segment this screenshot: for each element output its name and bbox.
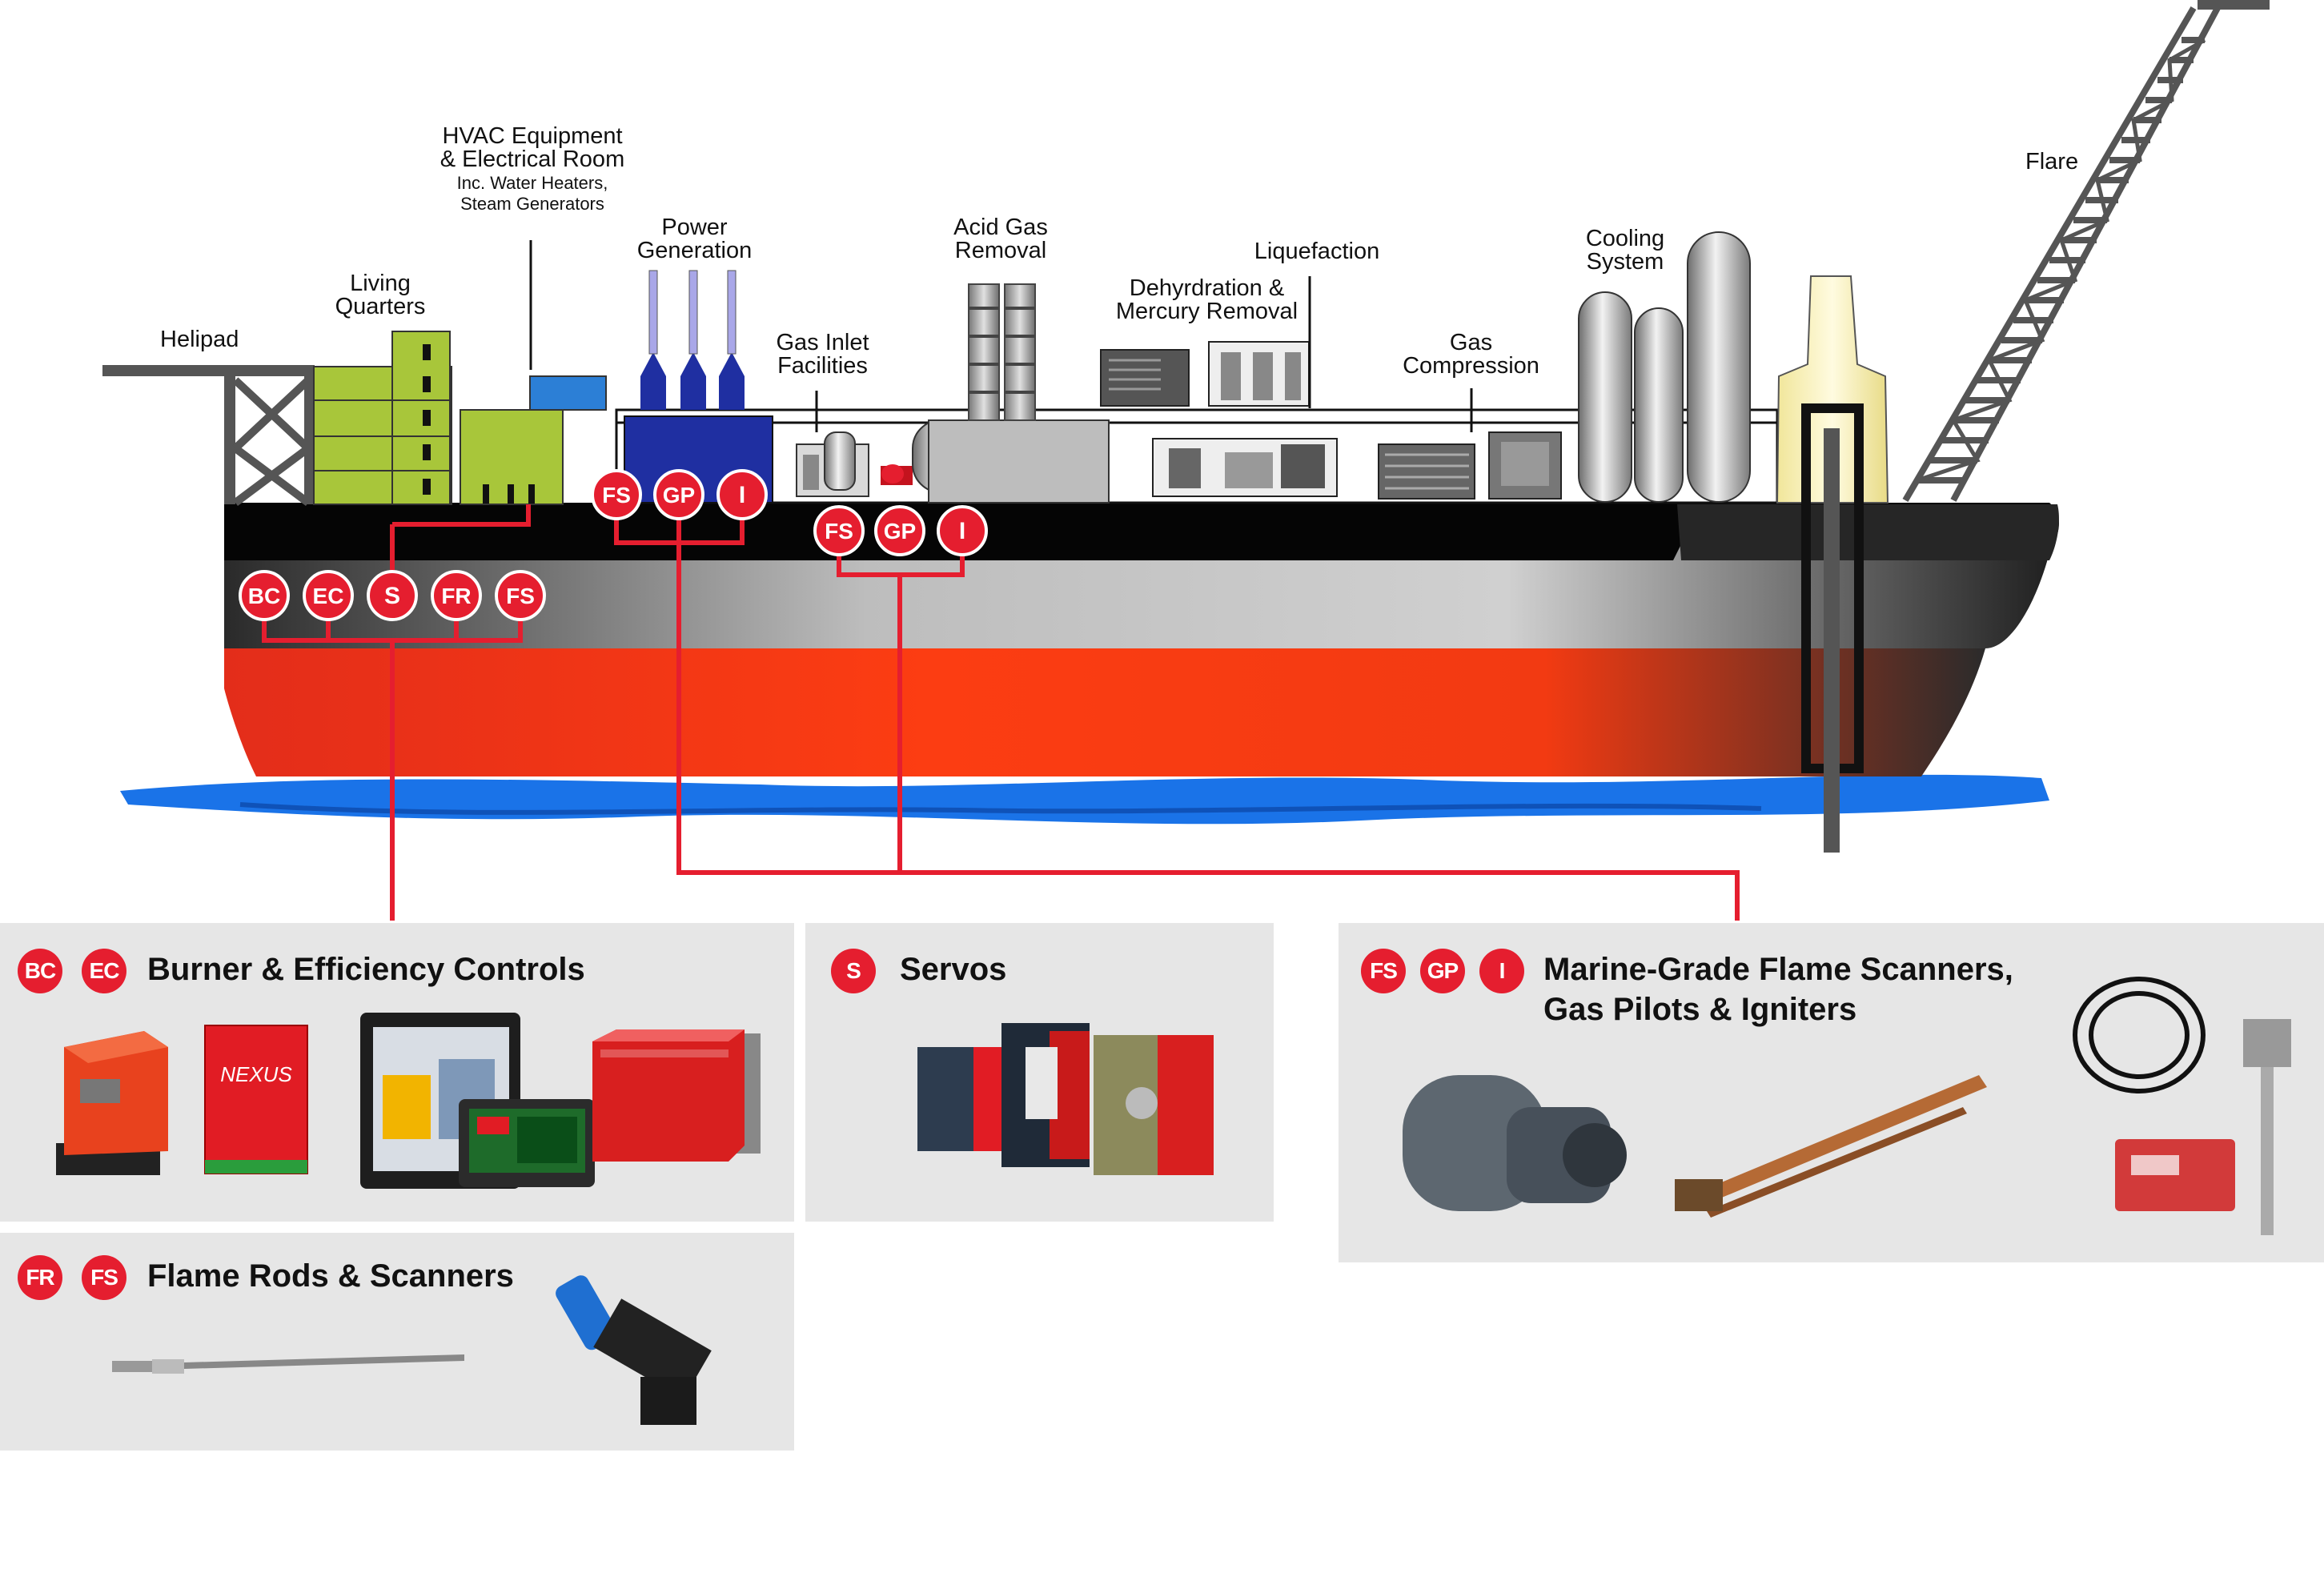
badge-s: S xyxy=(831,949,876,993)
product-image-igniter xyxy=(2073,977,2291,1235)
ship-badge-label: S xyxy=(384,583,400,609)
nexus-brand-text: NEXUS xyxy=(220,1062,292,1086)
ship-badge-label: I xyxy=(959,518,965,544)
power-generation-unit xyxy=(624,270,773,504)
ship-badge-group-hvac: BC EC S FR FS xyxy=(239,570,546,621)
panel-title: Servos xyxy=(900,952,1007,987)
ship-badge-circle xyxy=(367,570,418,621)
ship-badge-circle xyxy=(937,505,988,556)
panel-servos: S Servos xyxy=(805,923,1274,1222)
badge-fs: FS xyxy=(1361,949,1406,993)
badge-bc: BC xyxy=(18,949,62,993)
label-acid-gas: Acid Gas Removal xyxy=(953,215,1048,263)
ship-badge-circle xyxy=(495,570,546,621)
flare-boom xyxy=(1902,0,2270,503)
liquefaction-equipment xyxy=(1152,438,1338,497)
panel-burner-efficiency: BC EC Burner & Efficiency Controls NEXUS xyxy=(0,923,794,1222)
badge-gp: GP xyxy=(1420,949,1465,993)
label-cooling-system: Cooling System xyxy=(1585,226,1665,275)
cooling-system-tanks xyxy=(1578,231,1751,503)
panel-title-line-2: Gas Pilots & Igniters xyxy=(1543,992,1857,1027)
helipad-structure xyxy=(102,365,315,507)
label-flare: Flare xyxy=(2025,149,2079,175)
ship-badge-label: FS xyxy=(506,584,535,608)
product-image-gas-pilot xyxy=(1675,1075,1987,1218)
label-gas-compression: Gas Compression xyxy=(1403,330,1539,379)
ship-badge-label: FS xyxy=(825,519,853,544)
label-dehydration: Dehyrdration & Mercury Removal xyxy=(1115,275,1298,324)
dehydration-equipment xyxy=(1100,276,1311,408)
flare-base xyxy=(1776,275,1889,853)
acid-gas-removal-unit xyxy=(912,283,1110,504)
panel-title-line-1: Marine-Grade Flame Scanners, xyxy=(1543,952,2013,987)
ship-badge-circle xyxy=(716,469,768,520)
product-image-servos xyxy=(917,1023,1214,1175)
ship-badge-circle xyxy=(303,570,354,621)
badge-fr: FR xyxy=(18,1255,62,1300)
badge-i: I xyxy=(1479,949,1524,993)
label-power-generation: Power Generation xyxy=(636,215,753,263)
label-hvac: HVAC Equipment & Electrical Room Inc. Wa… xyxy=(440,123,625,214)
panel-title: Flame Rods & Scanners xyxy=(147,1258,514,1294)
ship-badge-label: FS xyxy=(602,483,631,508)
ship-badge-label: BC xyxy=(248,584,280,608)
label-helipad: Helipad xyxy=(160,327,239,352)
gas-inlet-equipment xyxy=(796,391,913,497)
ship-badge-label: EC xyxy=(313,584,344,608)
ship-badge-label: GP xyxy=(884,519,916,544)
badge-fs: FS xyxy=(82,1255,126,1300)
product-image-controller-orange xyxy=(56,1031,168,1175)
label-living-quarters: Living Quarters xyxy=(335,271,426,319)
ship-badge-label: GP xyxy=(663,483,695,508)
panel-title: Marine-Grade Flame Scanners, Gas Pilots … xyxy=(1543,949,2013,1029)
ship-badge-group-power: FS GP I xyxy=(591,469,768,520)
ship-badge-label: I xyxy=(739,482,745,508)
product-image-flame-scanner xyxy=(556,1275,712,1425)
label-liquefaction: Liquefaction xyxy=(1254,239,1380,264)
water xyxy=(120,774,2049,825)
ship-badge-circle xyxy=(239,570,290,621)
product-image-nexus-controller: NEXUS xyxy=(204,1025,308,1174)
ship-badge-circle xyxy=(874,505,925,556)
hvac-building xyxy=(460,240,607,505)
panel-title: Burner & Efficiency Controls xyxy=(147,952,585,987)
gas-compression-equipment xyxy=(1378,388,1562,500)
ship-badge-label: FR xyxy=(441,584,471,608)
living-quarters-building xyxy=(313,331,452,505)
badge-ec: EC xyxy=(82,949,126,993)
label-gas-inlet: Gas Inlet Facilities xyxy=(776,330,869,379)
product-image-red-enclosure xyxy=(592,1029,761,1162)
ship-badge-group-gas-inlet: FS GP I xyxy=(813,505,988,556)
ship-badge-circle xyxy=(653,469,704,520)
ship-badge-circle xyxy=(813,505,865,556)
product-image-flame-rod xyxy=(112,1354,464,1374)
ship-badge-circle xyxy=(591,469,642,520)
panel-marine-grade: FS GP I Marine-Grade Flame Scanners, Gas… xyxy=(1339,923,2324,1262)
product-image-touchscreen xyxy=(360,1013,595,1189)
panel-flame-rods: FR FS Flame Rods & Scanners xyxy=(0,1233,794,1451)
product-image-marine-flame-scanner xyxy=(1403,1075,1627,1211)
ship-badge-circle xyxy=(431,570,482,621)
